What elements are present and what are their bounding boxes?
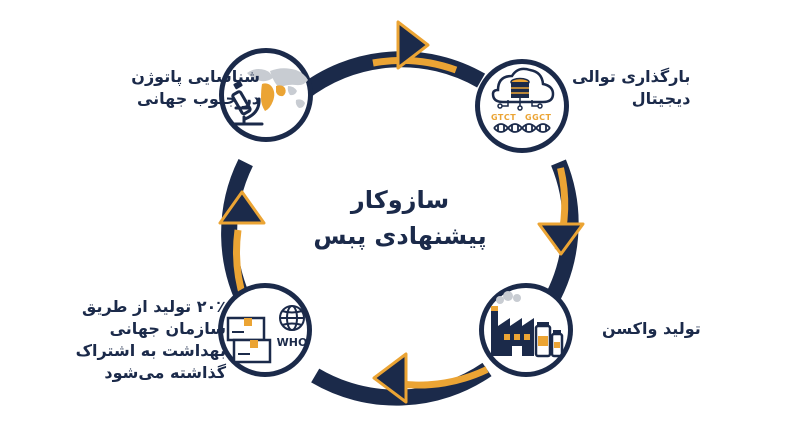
factory-vials-icon xyxy=(491,291,564,358)
arc-bottom-orange xyxy=(399,366,489,389)
arrow-left xyxy=(218,190,266,225)
center-title-line2: پیشنهادی پبس xyxy=(313,222,487,250)
arrow-top xyxy=(396,20,430,70)
step-label-line: شناسایی پاتوژن xyxy=(131,67,260,86)
step-label-who-share: ۲۰٪ تولید از طریق سازمان جهانی بهداشت به… xyxy=(76,296,226,384)
dna-sequence-left: GTCT xyxy=(491,113,516,122)
step-label-upload: بارگذاری توالی دیجیتال xyxy=(572,66,690,110)
dna-helix-icon xyxy=(493,123,551,133)
step-label-line: دیجیتال xyxy=(631,89,691,108)
center-title-line1: سازوکار xyxy=(350,186,450,214)
arrow-bottom xyxy=(372,352,408,404)
step-label-pathogen: شناسایی پاتوژن در جنوب جهانی xyxy=(131,66,260,110)
step-label-line: بهداشت به اشتراک xyxy=(75,341,226,360)
step-label-line: تولید واکسن xyxy=(602,319,701,338)
step-label-line: سازمان جهانی xyxy=(109,319,226,338)
node-upload: GTCT GGCT xyxy=(475,59,569,153)
cycle-arrows xyxy=(218,20,585,404)
center-title: سازوکار پیشنهادی پبس xyxy=(250,182,550,254)
step-label-vaccine: تولید واکسن xyxy=(602,318,701,340)
arc-top xyxy=(296,51,486,101)
boxes-globe-who-icon: WHO xyxy=(226,305,308,364)
node-who-share: WHO xyxy=(218,283,312,377)
microscope-world-map-icon xyxy=(230,68,308,126)
dna-sequence-right: GGCT xyxy=(525,113,552,122)
node-vaccine xyxy=(479,283,573,377)
step-label-line: ۲۰٪ تولید از طریق xyxy=(82,297,226,316)
step-label-line: گذاشته می‌شود xyxy=(104,363,226,382)
globe-icon xyxy=(279,305,305,331)
arrow-right xyxy=(537,222,585,256)
cloud-database-dna-icon: GTCT GGCT xyxy=(491,67,555,133)
arc-top-orange xyxy=(372,56,458,74)
node-pathogen xyxy=(219,48,313,142)
step-label-line: بارگذاری توالی xyxy=(572,67,691,86)
who-text: WHO xyxy=(277,336,308,349)
step-label-line: در جنوب جهانی xyxy=(136,89,260,108)
